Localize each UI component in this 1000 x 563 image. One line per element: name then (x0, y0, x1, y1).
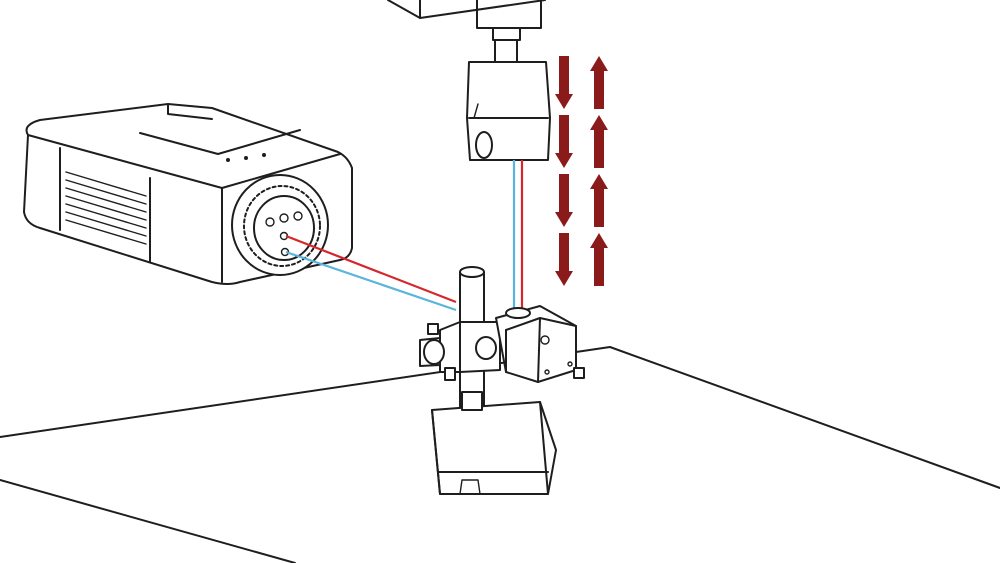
arrow-down-icon (555, 56, 573, 109)
indicator-dot-icon (262, 153, 266, 157)
vertical-beams (512, 160, 524, 313)
arrow-down-icon (555, 115, 573, 168)
laser-projector (23, 103, 353, 285)
target-cube-assembly (419, 305, 585, 383)
arrow-down-icon (555, 233, 573, 286)
arrow-up-icon (590, 56, 608, 109)
arrow-up-icon (590, 233, 608, 286)
indicator-dot-icon (226, 158, 230, 162)
work-table (0, 346, 1000, 563)
indicator-dot-icon (244, 156, 248, 160)
arrow-up-icon (590, 115, 608, 168)
horizontal-beams (285, 234, 457, 312)
magnetic-base (431, 391, 557, 495)
upper-sensor-head (466, 61, 551, 161)
projector-lens (231, 174, 329, 276)
overhead-fixture (387, 0, 546, 63)
arrow-up-icon (590, 174, 608, 227)
movement-arrows (555, 56, 608, 286)
arrow-down-icon (555, 174, 573, 227)
vent-slats (65, 171, 147, 245)
